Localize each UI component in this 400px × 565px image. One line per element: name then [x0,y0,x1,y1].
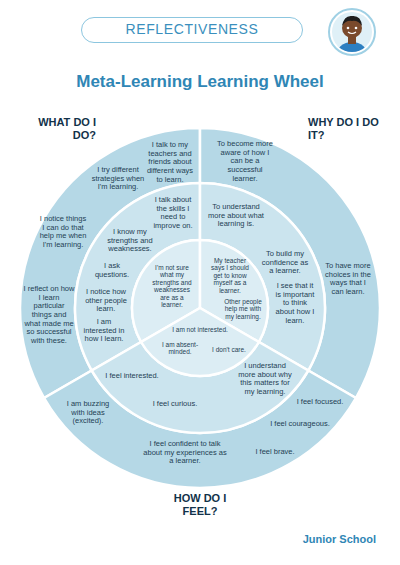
wheel-text: I don't care. [212,346,246,353]
wheel-text: I feel confident to talk about my experi… [142,440,228,466]
section-heading: WHY DO I DO IT? [308,116,382,142]
footer-label: Junior School [303,533,376,546]
wheel-text: I feel curious. [153,400,198,409]
wheel-text: I am interested in how I learn. [81,318,127,344]
wheel-text: I try different strategies when I'm lear… [88,166,148,192]
wheel-text: I notice how other people learn. [82,288,130,314]
wheel-text: I understand more about why this matters… [236,362,294,397]
wheel-text: I see that it is important to think abou… [274,282,316,325]
wheel-text: I know my strengths and weaknesses. [105,228,155,254]
wheel-text: I feel courageous. [270,420,330,429]
wheel-text: I notice things I can do that help me wh… [39,215,87,250]
wheel-text: Other people help me with my learning. [223,298,263,320]
wheel-text: I reflect on how I learn particular thin… [23,285,75,345]
wheel-text: I feel focused. [297,398,344,407]
wheel-text: I am not interested. [172,326,228,333]
wheel-text: To understand more about what learning i… [206,203,266,229]
title: Meta-Learning Learning Wheel [0,72,400,92]
wheel-text: To have more choices in the ways that I … [323,262,373,297]
wheel-text: To build my confidence as a learner. [261,250,309,276]
wheel-text: I feel brave. [255,448,294,457]
wheel-text: To become more aware of how I can be a s… [216,140,274,183]
header-pill: REFLECTIVENESS [81,17,304,43]
wheel-text: I feel interested. [105,372,158,381]
section-heading: WHAT DO I DO? [20,116,96,142]
avatar-icon [329,9,375,70]
wheel-text: I talk to my teachers and friends about … [143,141,197,184]
wheel-text: I am buzzing with ideas (excited). [64,400,112,426]
section-heading: HOW DO I FEEL? [164,492,236,518]
wheel-text: My teacher says I should get to know mys… [209,257,251,294]
wheel-text: I talk about the skills I need to improv… [150,196,196,231]
wheel-text: I am absent-minded. [156,341,204,356]
sector-fill [141,308,259,376]
header-text: REFLECTIVENESS [126,18,259,41]
wheel-text: I'm not sure what my strengths and weakn… [150,264,194,309]
wheel-text: I ask questions. [92,262,132,279]
